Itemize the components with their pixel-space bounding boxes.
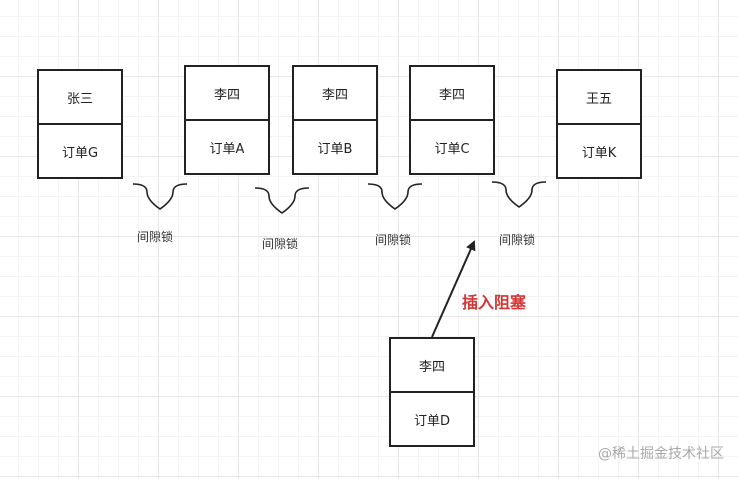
gap-brace-1 xyxy=(132,183,188,210)
insert-arrow xyxy=(431,240,476,338)
record-lisi-b: 李四 订单B xyxy=(292,65,378,175)
record-name: 李四 xyxy=(321,87,348,103)
record-inserting-lisi-d: 李四 订单D xyxy=(389,337,475,447)
record-wangwu-k: 王五 订单K xyxy=(556,69,642,179)
record-zhangsan-g: 张三 订单G xyxy=(37,69,123,179)
gap-brace-3 xyxy=(367,183,423,210)
record-order: 订单G xyxy=(39,123,121,177)
record-lisi-c: 李四 订单C xyxy=(409,65,495,175)
record-lisi-a: 李四 订单A xyxy=(184,65,270,175)
gap-brace-2 xyxy=(254,187,310,214)
record-name: 李四 xyxy=(418,359,445,375)
gap-lock-label-3: 间隙锁 xyxy=(375,233,412,247)
record-order: 订单C xyxy=(411,119,493,173)
gap-lock-label-2: 间隙锁 xyxy=(262,237,299,251)
record-name: 王五 xyxy=(585,91,612,107)
gap-lock-label-4: 间隙锁 xyxy=(499,233,536,247)
gap-lock-label-1: 间隙锁 xyxy=(137,230,174,244)
record-order: 订单D xyxy=(391,391,473,445)
gap-brace-4 xyxy=(491,181,547,208)
record-name: 李四 xyxy=(438,87,465,103)
record-name: 李四 xyxy=(213,87,240,103)
record-order: 订单B xyxy=(294,119,376,173)
record-name: 张三 xyxy=(66,91,93,107)
record-order: 订单A xyxy=(186,119,268,173)
record-order: 订单K xyxy=(558,123,640,177)
insert-blocked-label: 插入阻塞 xyxy=(462,293,527,312)
watermark: @稀土掘金技术社区 xyxy=(598,446,724,462)
